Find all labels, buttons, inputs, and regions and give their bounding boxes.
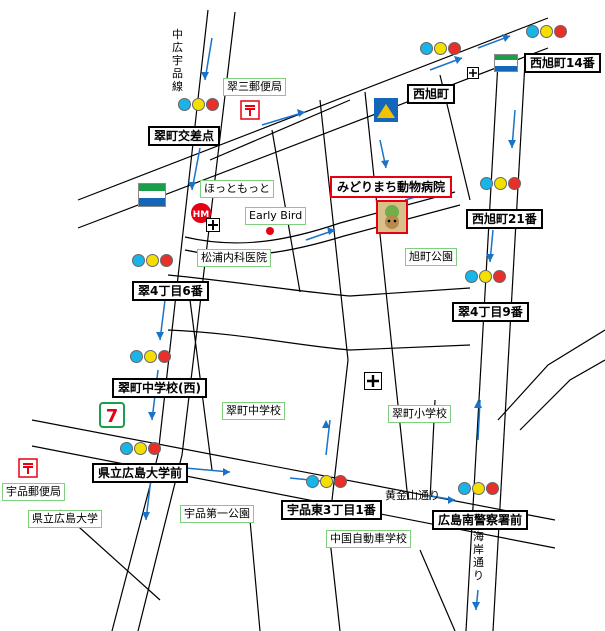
family-mart-icon <box>138 183 166 207</box>
intersection-kenritsu-dai-mae: 県立広島大学前 <box>92 463 189 483</box>
road-label-ogonzan: 黄金山通り <box>385 489 440 502</box>
intersection-hiroshima-minami-keisatsu: 広島南警察署前 <box>432 510 529 530</box>
clinic-icon <box>206 218 220 232</box>
traffic-light-icon <box>306 475 347 488</box>
seven-eleven-icon: 7 <box>99 402 125 428</box>
traffic-light-icon <box>130 350 171 363</box>
place-midorimachi-jhs: 翠町中学校 <box>222 402 285 420</box>
traffic-light-icon <box>465 270 506 283</box>
svg-text:HM: HM <box>193 210 210 220</box>
traffic-light-icon <box>132 254 173 267</box>
hospital-label: みどりまち動物病院 <box>330 176 453 198</box>
svg-text:7: 7 <box>106 406 119 427</box>
place-chugoku-driving: 中国自動車学校 <box>326 530 411 548</box>
early-bird-marker <box>266 227 274 235</box>
traffic-light-icon <box>120 442 161 455</box>
intersection-nishiasahi: 西旭町 <box>407 84 456 104</box>
road-label-kaigan: 海岸通り <box>473 530 484 582</box>
place-ujina-park1: 宇品第一公園 <box>180 505 254 523</box>
place-kenritsu-univ: 県立広島大学 <box>28 510 102 528</box>
family-mart-icon <box>494 54 518 72</box>
road-label-naka-ujina: 中広宇品線 <box>172 28 183 93</box>
traffic-light-icon <box>458 482 499 495</box>
place-midori3-post: 翠三郵便局 <box>223 78 286 96</box>
place-matsuura-clinic: 松浦内科医院 <box>197 249 271 267</box>
intersection-nishiasahi21: 西旭町21番 <box>466 209 543 229</box>
traffic-light-icon <box>480 177 521 190</box>
intersection-nishiasahi14: 西旭町14番 <box>524 53 601 73</box>
intersection-ujinahigashi3-1: 宇品東3丁目1番 <box>281 500 382 520</box>
traffic-light-icon <box>420 42 461 55</box>
intersection-midorimachi-chu-nishi: 翠町中学校(西) <box>112 378 207 398</box>
hospital-mascot-icon <box>376 200 408 234</box>
place-asahimachi-park: 旭町公園 <box>405 248 457 266</box>
place-early-bird: Early Bird <box>245 207 307 225</box>
intersection-midorimachi-kousaten: 翠町交差点 <box>148 126 221 146</box>
post-office-icon <box>18 458 38 478</box>
traffic-light-icon <box>178 98 219 111</box>
traffic-light-icon <box>526 25 567 38</box>
hospital-cross-icon <box>364 372 382 390</box>
intersection-midori4-6: 翠4丁目6番 <box>132 281 209 301</box>
bank-icon <box>374 98 398 122</box>
clinic-icon <box>467 67 479 79</box>
intersection-midori4-9: 翠4丁目9番 <box>452 302 529 322</box>
post-office-icon <box>240 100 260 120</box>
place-hottomotto: ほっともっと <box>200 180 274 198</box>
place-midorimachi-es: 翠町小学校 <box>388 405 451 423</box>
place-ujina-post: 宇品郵便局 <box>2 483 65 501</box>
